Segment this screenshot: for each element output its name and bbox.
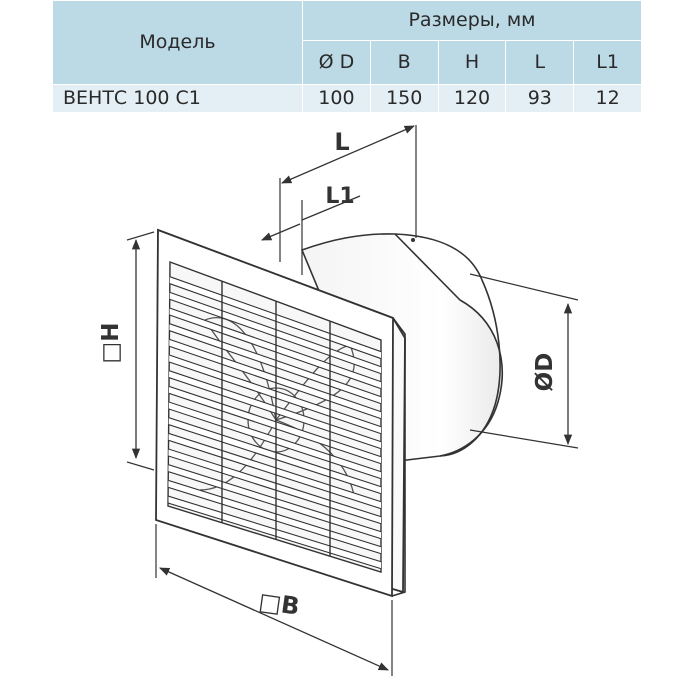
model-header: Модель <box>52 0 303 85</box>
table-row: ВЕНТС 100 С1 100 150 120 93 12 <box>52 84 642 113</box>
col-header-l1: L1 <box>573 40 642 85</box>
value-cell-d: 100 <box>302 84 371 113</box>
col-header-l: L <box>505 40 575 85</box>
dimension-l1: L1 <box>261 184 361 275</box>
dimension-h: □H <box>98 231 155 471</box>
label-d: ØD <box>532 353 558 392</box>
dimension-b: □B <box>155 524 393 676</box>
col-header-b: B <box>369 40 439 85</box>
dimensions-header: Размеры, мм <box>302 0 642 41</box>
col-header-d: Ø D <box>302 40 371 85</box>
fan-drawing: L L1 □H ØD □B <box>98 125 579 676</box>
dimension-l: L <box>279 125 417 262</box>
label-l1: L1 <box>325 184 354 209</box>
grille-louvres <box>168 275 381 570</box>
spec-table: Модель Размеры, мм Ø D B H L L1 ВЕНТС 10… <box>52 0 642 113</box>
label-l: L <box>334 128 349 156</box>
col-header-h: H <box>437 40 507 85</box>
value-cell-b: 150 <box>369 84 439 113</box>
value-cell-l: 93 <box>505 84 575 113</box>
screw-dot <box>411 238 415 242</box>
value-cell-l1: 12 <box>573 84 642 113</box>
label-h: □H <box>98 323 124 364</box>
value-cell-h: 120 <box>437 84 507 113</box>
label-b: □B <box>257 587 301 620</box>
dimension-d: ØD <box>469 273 579 449</box>
model-name-cell: ВЕНТС 100 С1 <box>52 84 303 113</box>
